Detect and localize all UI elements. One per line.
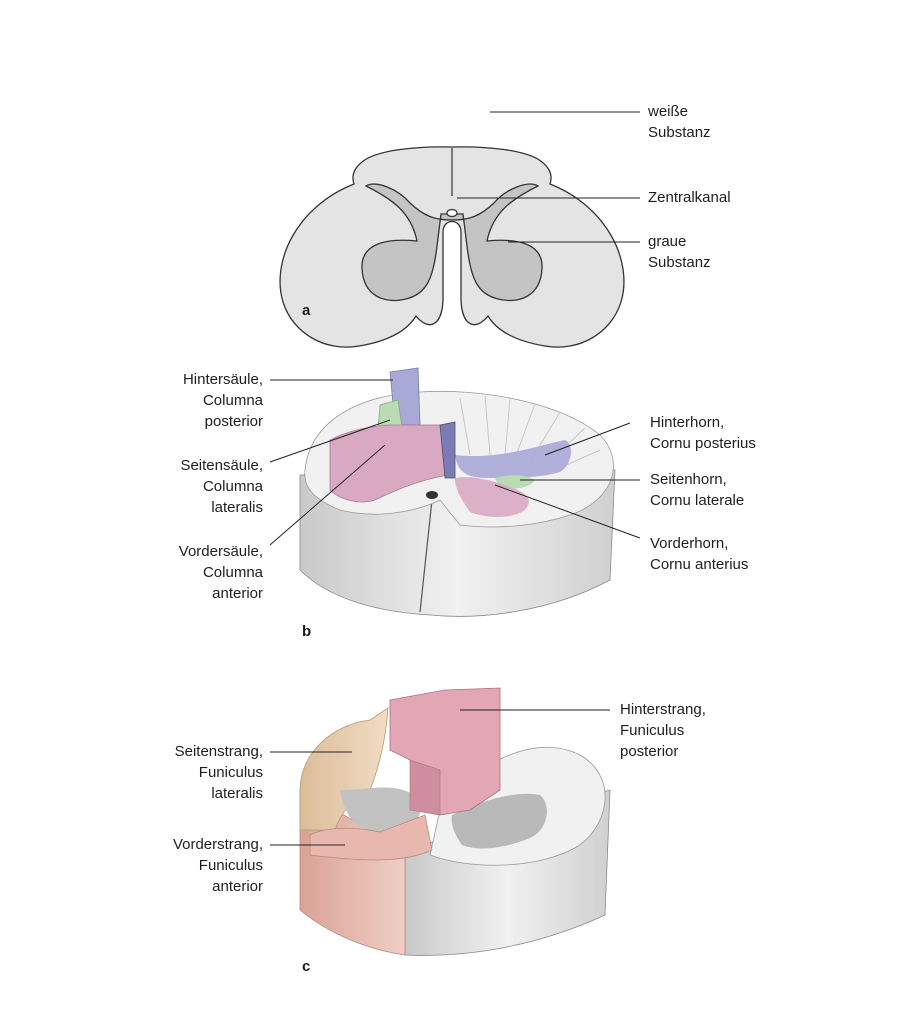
- panel-a-cross-section: [279, 111, 640, 348]
- label-lateral-funiculus: Seitenstrang, Funiculus lateralis: [174, 743, 263, 802]
- panel-c-funiculi: [270, 687, 611, 956]
- panel-letter-c: c: [302, 958, 311, 975]
- grey-matter-left: [340, 787, 421, 833]
- posterior-horn-region: [455, 440, 572, 478]
- leader-posterior-horn: [544, 422, 631, 456]
- grey-matter-region: [361, 183, 543, 302]
- anterior-median-fissure: [419, 499, 433, 613]
- central-slot-face: [439, 421, 456, 479]
- leader-anterior-horn: [494, 484, 641, 539]
- central-canal: [446, 208, 458, 218]
- leader-anterior-column: [269, 444, 386, 546]
- label-lateral-horn: Seitenhorn, Cornu laterale: [650, 471, 745, 509]
- panel-letter-b: b: [302, 623, 312, 640]
- label-lateral-column: Seitensäule, Columna lateralis: [180, 457, 263, 516]
- label-grey-matter: graue Substanz: [648, 233, 711, 271]
- label-anterior-column: Vordersäule, Columna anterior: [178, 543, 263, 602]
- leader-lateral-column: [269, 419, 391, 463]
- anterior-horn-region: [455, 477, 529, 517]
- panel-b-3d-section: [269, 367, 641, 617]
- anterior-funiculus-top: [309, 814, 433, 861]
- posterior-funiculus-front: [409, 759, 441, 816]
- label-white-matter: weiße Substanz: [648, 103, 711, 141]
- label-anterior-funiculus: Vorderstrang, Funiculus anterior: [172, 836, 263, 895]
- label-posterior-column: Hintersäule, Columna posterior: [182, 371, 263, 430]
- label-posterior-funiculus: Hinterstrang, Funiculus posterior: [620, 701, 706, 760]
- label-posterior-horn: Hinterhorn, Cornu posterius: [650, 414, 756, 452]
- white-matter-region: [279, 146, 625, 348]
- label-central-canal: Zentralkanal: [648, 189, 731, 206]
- label-anterior-horn: Vorderhorn, Cornu anterius: [650, 535, 749, 573]
- anterior-column-block: [329, 424, 449, 503]
- white-matter-radial-texture: [459, 395, 601, 471]
- lateral-funiculus-block: [299, 707, 389, 831]
- grey-matter-3d: [451, 793, 547, 849]
- panel-letter-a: a: [302, 302, 311, 319]
- central-canal-3d: [426, 491, 438, 499]
